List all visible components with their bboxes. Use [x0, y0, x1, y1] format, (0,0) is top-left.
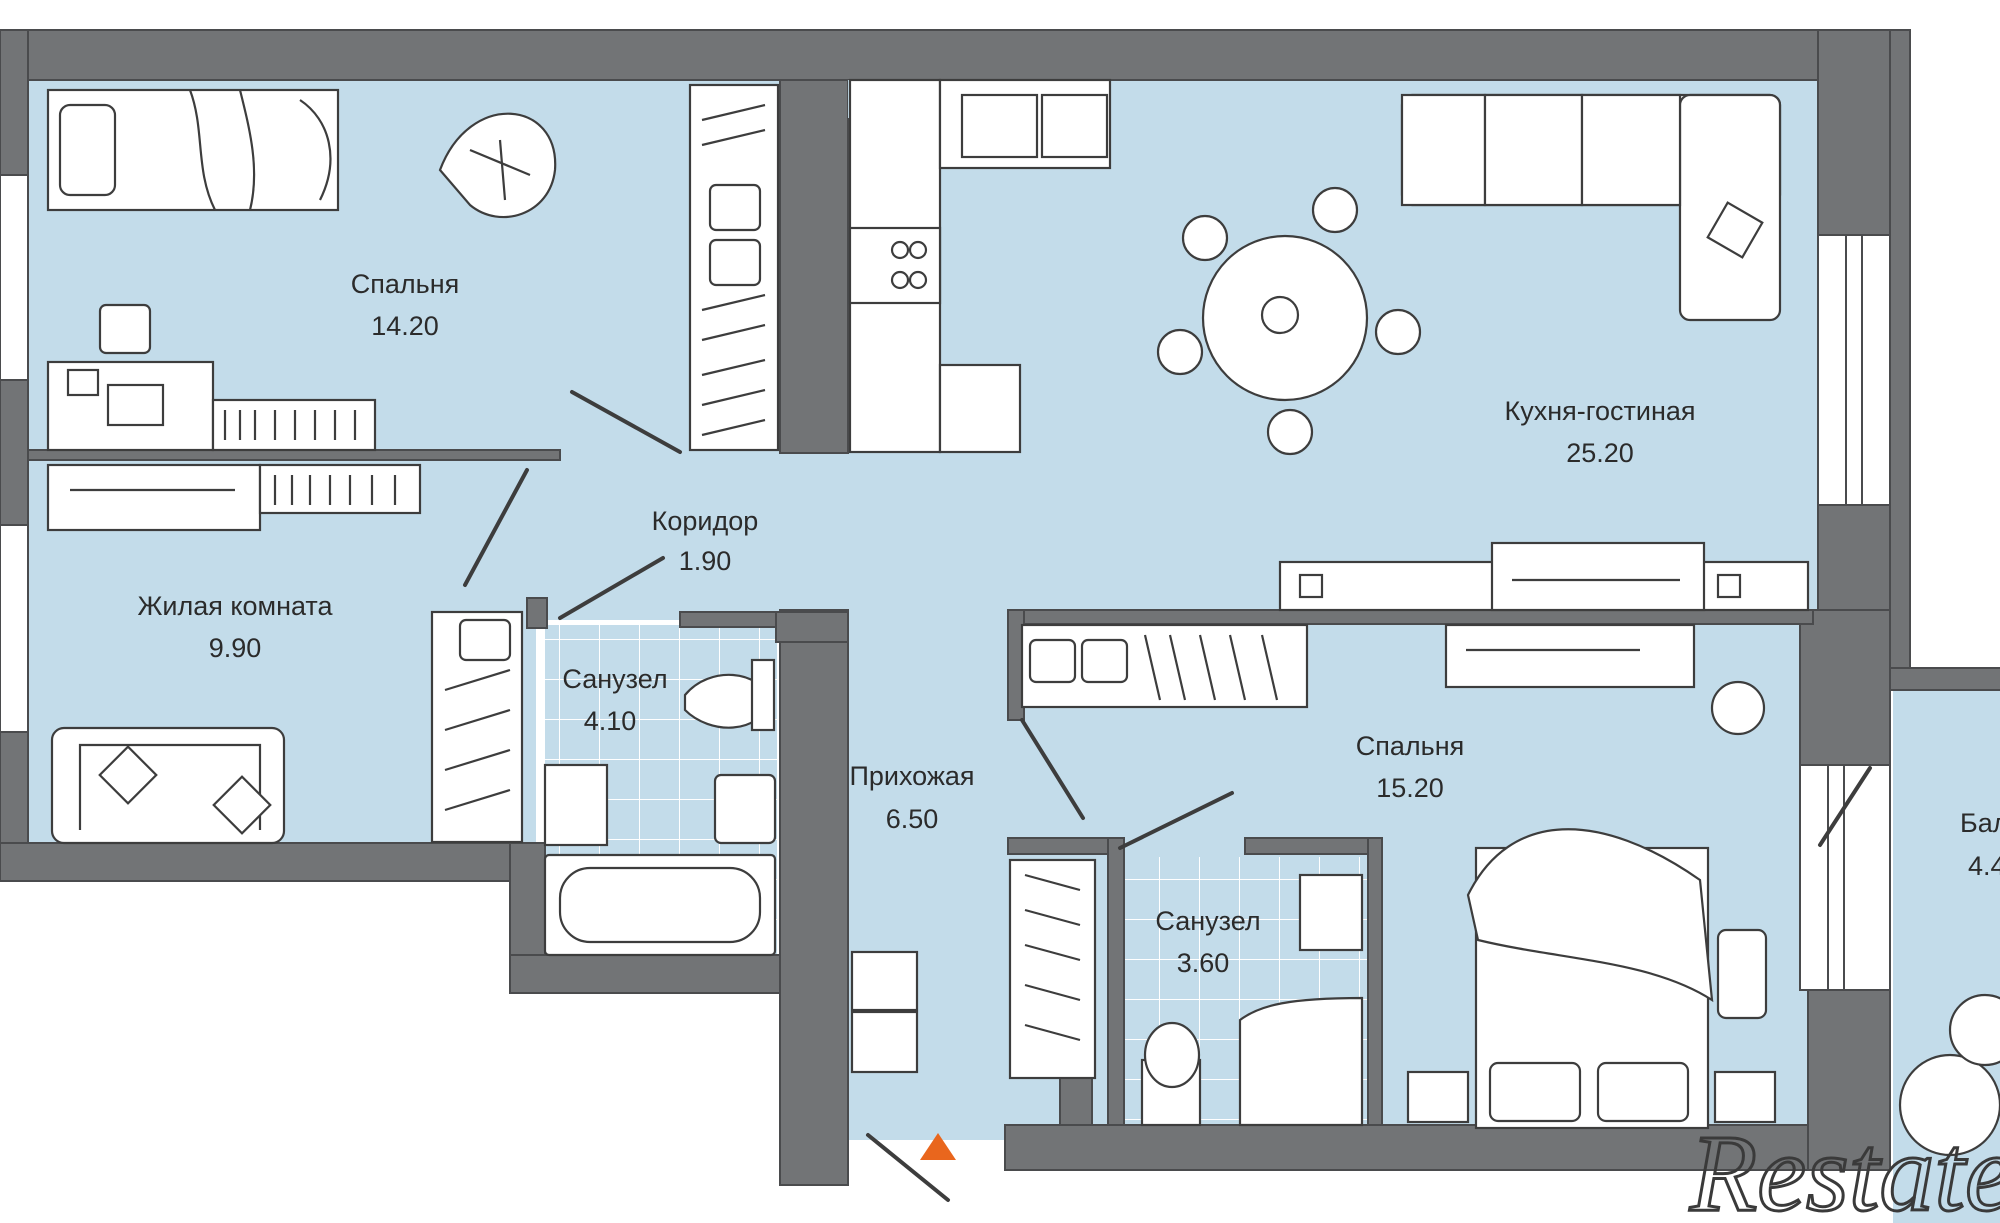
- wall-top: [0, 29, 1909, 81]
- room-name-bathroom-1: Санузел: [562, 664, 667, 694]
- tv-stand-living: [46, 463, 422, 532]
- wall-bath2-left: [1107, 837, 1125, 1126]
- desk-bedroom-1: [46, 303, 215, 452]
- sofa-living: [50, 726, 286, 845]
- room-name-balcony: Балк: [1960, 808, 2000, 838]
- room-area-living-room: 9.90: [209, 633, 262, 663]
- shelf-bedroom-1: [211, 398, 377, 452]
- tv-stand-kitchen: [1278, 541, 1810, 612]
- door-bathroom-2: [1118, 791, 1234, 850]
- room-area-corridor: 1.90: [679, 546, 732, 576]
- kitchen-counter: [848, 78, 1112, 454]
- wall-bath1-right: [775, 611, 849, 643]
- door-balcony: [1818, 766, 1872, 847]
- wall-balcony-top: [1889, 667, 2000, 691]
- windows: [0, 174, 1891, 991]
- wardrobe-bedroom-2: [1020, 623, 1309, 709]
- wall-kitchen-divider: [779, 79, 849, 454]
- room-name-hallway: Прихожая: [849, 761, 974, 791]
- wall-left-1: [0, 29, 29, 176]
- wall-right-balcony-top: [1889, 29, 1911, 676]
- window-kitchen: [1817, 234, 1891, 506]
- wall-right-lower-2: [1807, 989, 1891, 1171]
- room-name-bedroom-2: Спальня: [1356, 731, 1465, 761]
- fixtures-bathroom-1: [543, 658, 777, 957]
- window-left-1: [0, 174, 29, 381]
- furniture: [46, 78, 2000, 1157]
- door-entrance: [866, 1133, 950, 1202]
- room-area-balcony: 4.40: [1968, 851, 2000, 881]
- room-name-kitchen-living: Кухня-гостиная: [1504, 396, 1695, 426]
- armchair-bedroom-1: [438, 112, 557, 219]
- wall-bath2-right: [1367, 837, 1383, 1126]
- door-bathroom-1: [558, 556, 665, 620]
- watermark-logo: Restate: [1689, 1112, 2000, 1223]
- room-labels: Спальня 14.20 Кухня-гостиная 25.20 Корид…: [137, 269, 2000, 978]
- room-area-hallway: 6.50: [886, 804, 939, 834]
- room-name-bedroom-1: Спальня: [351, 269, 460, 299]
- room-area-kitchen-living: 25.20: [1566, 438, 1634, 468]
- entrance-arrow-icon: [920, 1133, 956, 1160]
- wall-bottom-right: [1004, 1124, 1814, 1171]
- wall-bed-living: [27, 449, 561, 461]
- room-name-corridor: Коридор: [652, 506, 759, 536]
- window-left-2: [0, 524, 29, 733]
- door-bedroom-1: [570, 390, 682, 454]
- room-area-bedroom-1: 14.20: [371, 311, 439, 341]
- wall-bath1-top-left: [526, 597, 548, 629]
- sofa-kitchen: [1400, 93, 1782, 322]
- room-name-living-room: Жилая комната: [137, 591, 333, 621]
- dining-table: [1156, 186, 1422, 456]
- room-area-bedroom-2: 15.20: [1376, 773, 1444, 803]
- balcony-chair: [1898, 993, 2000, 1157]
- desk-bedroom-2: [1444, 623, 1766, 736]
- bed-bedroom-1: [46, 88, 340, 212]
- wall-bath2-top-left: [1007, 837, 1124, 855]
- wardrobe-bedroom-1: [688, 83, 780, 452]
- fixtures-bathroom-2: [1140, 873, 1364, 1127]
- wall-left-2: [0, 379, 29, 526]
- wardrobe-hallway: [850, 858, 1097, 1080]
- room-area-bathroom-2: 3.60: [1177, 948, 1230, 978]
- door-bedroom-2: [1020, 718, 1085, 820]
- wall-bath2-top-right: [1244, 837, 1381, 855]
- wardrobe-living: [430, 610, 524, 844]
- wall-kitchen-bed2: [1007, 609, 1814, 625]
- room-name-bathroom-2: Санузел: [1155, 906, 1260, 936]
- wall-hall-left: [779, 609, 849, 1186]
- wall-bottom-left: [0, 842, 546, 882]
- wall-right-lower-1: [1799, 609, 1891, 766]
- room-area-bathroom-1: 4.10: [584, 706, 637, 736]
- doors: [463, 390, 1872, 1202]
- bed-bedroom-2: [1406, 828, 1777, 1130]
- door-living: [463, 468, 529, 587]
- walls: [0, 29, 2000, 1186]
